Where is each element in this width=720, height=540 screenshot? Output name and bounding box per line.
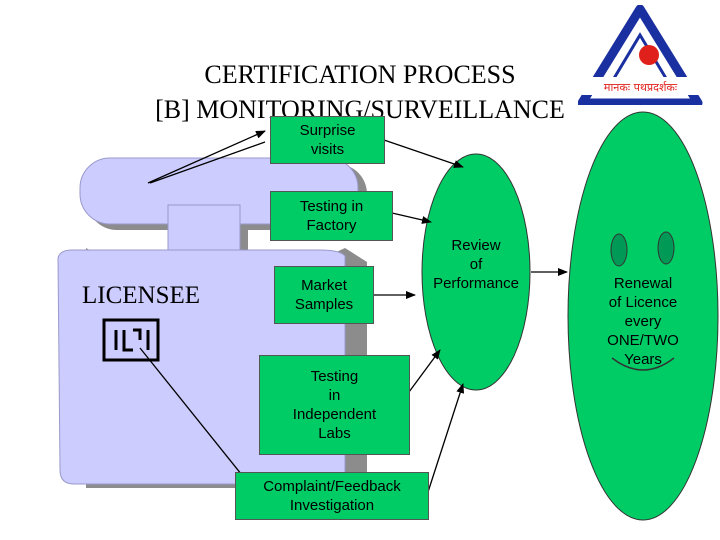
arrow-surprise-to-review xyxy=(383,139,464,168)
review-line1: Review xyxy=(451,237,501,254)
renewal-line3: every xyxy=(624,313,662,330)
market-samples-line1: Market xyxy=(301,277,347,294)
smile-curve xyxy=(611,357,675,371)
renewal-line5: Years xyxy=(624,351,662,368)
renewal-label: Renewal of Licence every ONE/TWO Years xyxy=(588,274,698,369)
isi-mark-icon xyxy=(102,318,160,362)
review-line2: of xyxy=(469,256,483,273)
testing-factory-line2: Factory xyxy=(306,217,357,234)
bis-logo-icon: मानकः पथप्रदर्शकः xyxy=(578,5,703,105)
market-samples-line2: Samples xyxy=(294,296,354,313)
review-label: Review of Performance xyxy=(422,236,530,293)
arrow-surprise-to-licensee xyxy=(149,141,266,184)
arrow-licensee-to-surprise xyxy=(147,130,266,184)
testing-labs-line1: Testing xyxy=(310,368,359,385)
testing-labs-line4: Labs xyxy=(318,425,351,442)
complaint-box: Complaint/Feedback Investigation xyxy=(235,472,429,520)
testing-labs-box: Testing in Independent Labs xyxy=(259,355,410,455)
arrow-labs-to-review xyxy=(408,349,441,393)
market-samples-box: Market Samples xyxy=(274,266,374,324)
surprise-visits-box: Surprise visits xyxy=(270,116,385,164)
licensee-label: LICENSEE xyxy=(82,282,201,309)
renewal-line1: Renewal xyxy=(613,275,673,292)
review-line3: Performance xyxy=(433,275,519,292)
testing-labs-line3: Independent xyxy=(292,406,377,423)
arrow-factory-to-review xyxy=(391,212,432,224)
renewal-line4: ONE/TWO xyxy=(607,332,679,349)
review-ellipse xyxy=(421,153,531,391)
left-eye-icon xyxy=(610,233,628,267)
testing-factory-box: Testing in Factory xyxy=(270,191,393,241)
surprise-visits-line1: Surprise xyxy=(299,122,356,139)
complaint-line1: Complaint/Feedback xyxy=(263,478,401,495)
right-eye-icon xyxy=(657,231,675,265)
testing-factory-line1: Testing in xyxy=(299,198,364,215)
surprise-visits-line2: visits xyxy=(310,141,345,158)
testing-labs-line2: in xyxy=(328,387,341,404)
renewal-line2: of Licence xyxy=(608,294,678,311)
logo-caption: मानकः पथप्रदर्शकः xyxy=(604,81,678,94)
renewal-ellipse xyxy=(567,111,719,521)
arrow-complaint-to-review xyxy=(427,383,465,493)
page-title-line1: CERTIFICATION PROCESS xyxy=(204,60,516,89)
complaint-line2: Investigation xyxy=(289,497,375,514)
